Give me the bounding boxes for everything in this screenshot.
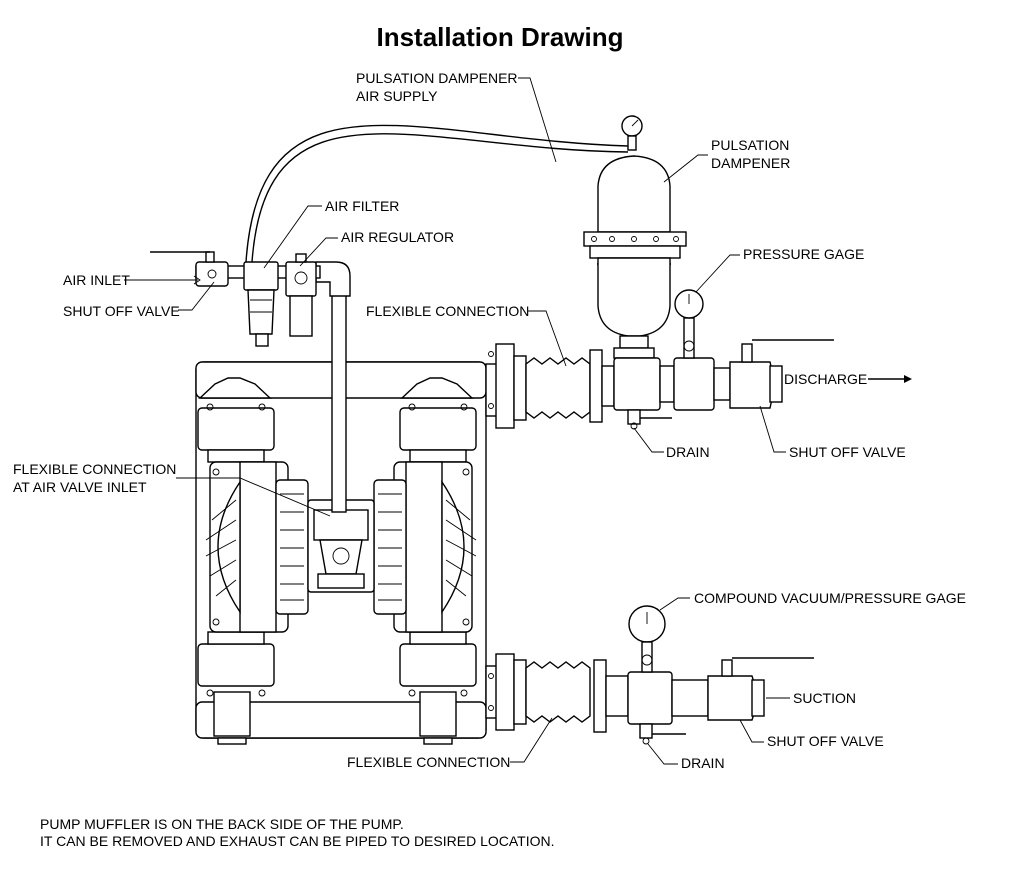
note-line-1: PUMP MUFFLER IS ON THE BACK SIDE OF THE … (40, 816, 404, 832)
air-shut-off-valve (150, 251, 229, 287)
label-flexible-connection-top: FLEXIBLE CONNECTION (366, 303, 529, 319)
label-shut-off-valve-discharge: SHUT OFF VALVE (789, 444, 906, 460)
suction-piping (485, 605, 814, 745)
leader-lines (124, 77, 790, 765)
air-regulator (285, 253, 317, 337)
discharge-piping (485, 289, 912, 430)
label-drain-bottom: DRAIN (681, 755, 725, 771)
label-pulsation-air-supply-2: AIR SUPPLY (356, 88, 438, 104)
label-pulsation-dampener-2: DAMPENER (711, 155, 790, 171)
note-line-2: IT CAN BE REMOVED AND EXHAUST CAN BE PIP… (40, 833, 555, 849)
label-flex-air-valve-1: FLEXIBLE CONNECTION (13, 461, 176, 477)
label-pressure-gage: PRESSURE GAGE (743, 246, 864, 262)
label-air-regulator: AIR REGULATOR (341, 229, 454, 245)
label-flexible-connection-bottom: FLEXIBLE CONNECTION (347, 754, 510, 770)
label-air-filter: AIR FILTER (325, 198, 399, 214)
label-drain-top: DRAIN (666, 444, 710, 460)
label-discharge: DISCHARGE (784, 371, 867, 387)
air-line (150, 124, 629, 513)
label-pulsation-air-supply-1: PULSATION DAMPENER (356, 70, 518, 86)
label-suction: SUCTION (793, 690, 856, 706)
pulsation-dampener (583, 115, 687, 359)
label-flex-air-valve-2: AT AIR VALVE INLET (13, 479, 147, 495)
air-filter (243, 261, 279, 347)
label-compound-gage: COMPOUND VACUUM/PRESSURE GAGE (694, 590, 966, 606)
page-title: Installation Drawing (376, 22, 623, 52)
label-pulsation-dampener-1: PULSATION (711, 137, 789, 153)
label-air-inlet: AIR INLET (63, 272, 130, 288)
label-shut-off-valve-suction: SHUT OFF VALVE (767, 733, 884, 749)
label-shut-off-valve-air: SHUT OFF VALVE (63, 303, 180, 319)
pump-body (195, 361, 487, 745)
